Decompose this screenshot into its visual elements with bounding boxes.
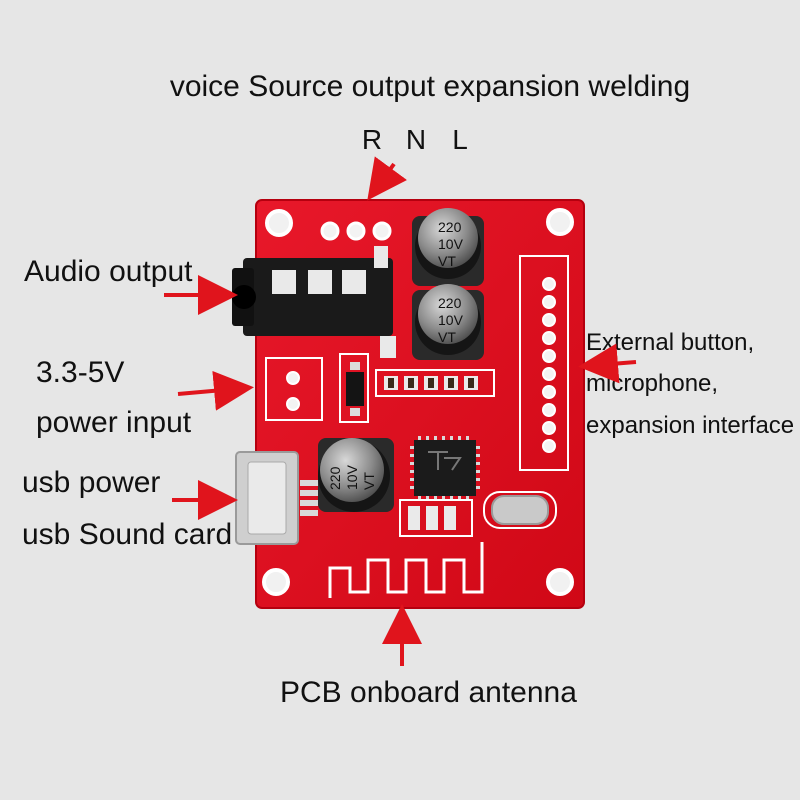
usb-sound-card-label: usb Sound card <box>22 518 233 551</box>
expansion-header <box>519 255 569 471</box>
voltage-label: 3.3-5V <box>36 356 125 389</box>
mounting-holes <box>262 208 574 596</box>
pin-label-r: R <box>361 124 383 155</box>
audio-output-label: Audio output <box>24 255 193 288</box>
capacitor-brand: VT <box>361 472 377 490</box>
arrow-to-pins <box>367 156 408 201</box>
capacitor-voltage: 10V <box>344 464 360 490</box>
expansion-interface-label: expansion interface <box>586 412 795 439</box>
voltage-regulator <box>339 353 369 423</box>
pcb-antenna-trace <box>328 542 484 598</box>
power-input-label: power input <box>36 406 192 439</box>
capacitor-voltage: 10V <box>438 312 464 328</box>
pcb-antenna-label: PCB onboard antenna <box>280 676 577 709</box>
capacitor: 220 10V VT <box>412 284 484 360</box>
capacitor-value: 220 <box>327 466 343 490</box>
capacitor: 220 10V VT <box>412 208 484 286</box>
resistor-row <box>375 369 495 397</box>
capacitor-value: 220 <box>438 295 462 311</box>
top-title: voice Source output expansion welding <box>169 70 691 103</box>
usb-power-label: usb power <box>22 466 161 499</box>
crystal-oscillator <box>483 491 557 529</box>
bluetooth-chip <box>410 436 480 500</box>
capacitor-voltage: 10V <box>438 236 464 252</box>
capacitor: 220 10V VT <box>318 438 394 512</box>
rnl-solder-pads <box>320 221 392 241</box>
capacitor-brand: VT <box>438 329 456 345</box>
arrow-to-expansion-header <box>578 343 637 384</box>
micro-usb-port <box>235 451 318 545</box>
pin-label-l: L <box>452 124 468 155</box>
capacitor-value: 220 <box>438 219 462 235</box>
power-input-connector <box>265 357 323 421</box>
capacitor-brand: VT <box>438 253 456 269</box>
arrow-to-power-input <box>177 370 254 411</box>
lower-resistors <box>399 499 473 537</box>
pin-label-n: N <box>405 124 427 155</box>
